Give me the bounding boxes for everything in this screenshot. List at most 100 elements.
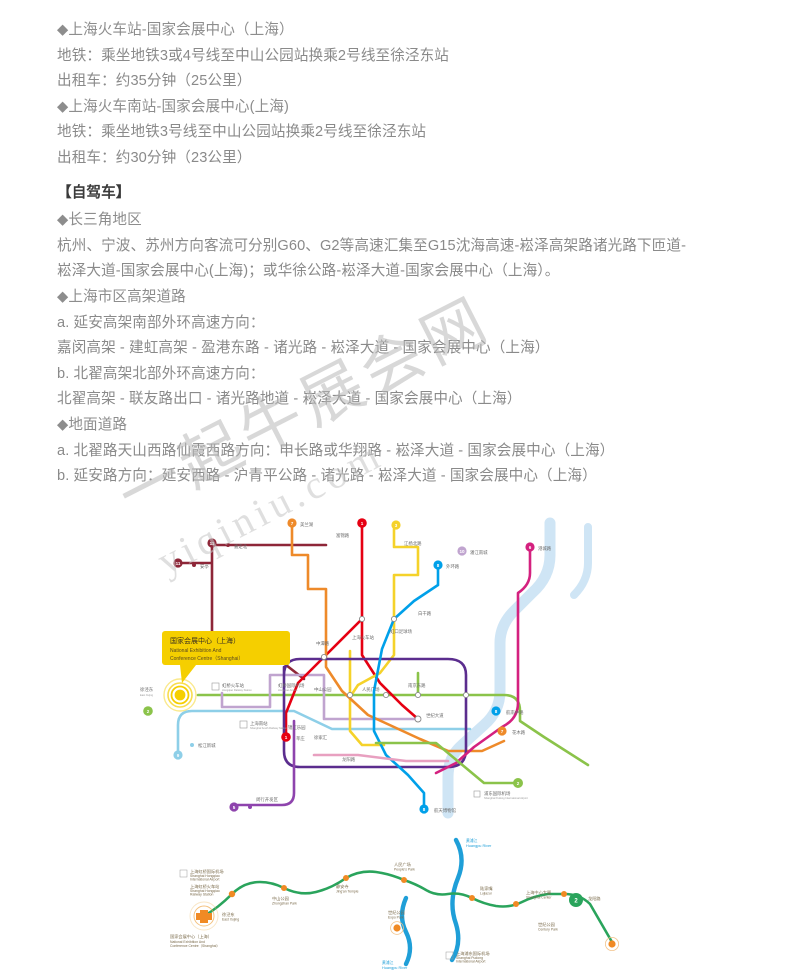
- svg-text:8: 8: [437, 563, 440, 568]
- station-label: 龙阳路: [342, 756, 356, 763]
- text-line: 崧泽大道-国家会展中心(上海)；或华徐公路-崧泽大道-国家会展中心（上海）。: [57, 263, 560, 280]
- station-label: 中山公园: [272, 895, 289, 902]
- station-label: 航南中路: [506, 709, 524, 716]
- content-text-block: ◆上海火车站-国家会展中心（上海） 地铁：乘坐地铁3或4号线至中山公园站换乘2号…: [57, 18, 757, 490]
- rail-icon: [211, 682, 220, 691]
- airport-icon: [473, 790, 481, 798]
- station-label: 航天博物馆: [434, 807, 457, 814]
- svg-text:2: 2: [517, 781, 520, 786]
- station-label: 人民广场: [394, 861, 411, 868]
- text-line: ◆上海市区高架道路: [57, 288, 186, 305]
- river-label-cn-2: 黄浦江: [382, 960, 394, 965]
- station-label: 富锦路: [336, 532, 350, 539]
- svg-text:8: 8: [423, 807, 426, 812]
- text-line: 出租车：约30分钟（23公里）: [57, 149, 252, 166]
- station-label-en: People's Park: [394, 867, 415, 871]
- station-label: 美兰湖: [300, 521, 314, 528]
- station-dot-jingan: [343, 875, 349, 881]
- station-label: 中山公园: [314, 686, 332, 693]
- station-label: 浦东国际机场: [484, 790, 511, 797]
- svg-text:7: 7: [291, 521, 294, 526]
- venue-station-label: 徐泾东: [222, 911, 235, 918]
- venue-title-en2: Conference Centre（Shanghai）: [170, 943, 220, 948]
- line-badge-2-pvg: [513, 778, 523, 788]
- station-label: 花木路: [512, 729, 526, 736]
- callout-title-en1: National Exhibition And: [170, 648, 222, 654]
- interchange-node: [358, 615, 366, 623]
- line-badge-11b: [173, 558, 183, 568]
- huangpu-river-lower: [399, 895, 413, 967]
- station-label-en: Century Park: [538, 927, 558, 931]
- station-label-en: Shanghai Pudong: [456, 956, 483, 960]
- callout-title-cn: 国家会展中心（上海）: [170, 636, 240, 645]
- station-label-en: Zhongshan Park: [272, 901, 297, 905]
- interchange-node: [390, 615, 398, 623]
- station-label: 外环路: [446, 563, 460, 570]
- svg-text:11: 11: [210, 541, 215, 546]
- text-line: b. 北翟高架北部外环高速方向：: [57, 365, 265, 382]
- airport-icon-pvg: [445, 951, 454, 960]
- station-label-en: Shanghai Hongqiao: [190, 874, 220, 878]
- station-dot-shanghai-center: [513, 901, 519, 907]
- station-label: 锦江乐园: [288, 724, 306, 731]
- huangpu-river-path: [442, 517, 556, 819]
- line-badge-11: [207, 538, 217, 548]
- station-label: 静安寺: [336, 883, 349, 890]
- station-label: 上海虹桥国际机场: [190, 868, 224, 875]
- text-line: 地铁：乘坐地铁3号线至中山公园站换乘2号线至徐泾东站: [57, 124, 427, 141]
- station-label: 松江新城: [198, 742, 216, 749]
- station-dot-zhongshan-park: [281, 885, 287, 891]
- shanghai-metro-network-map: .ln{fill:none;stroke-linecap:round;strok…: [140, 517, 592, 819]
- svg-text:1: 1: [285, 735, 288, 740]
- station-label-en: Shanghai Pudong International Airport: [484, 796, 528, 800]
- line-badge-7: [287, 518, 297, 528]
- venue-marker-corridor: [189, 901, 219, 931]
- driving-section-heading: 【自驾车】: [57, 184, 131, 201]
- expo-park-ring: [390, 921, 404, 935]
- interchange-node: [346, 691, 354, 699]
- line2-corridor-map: .c-cn{font-family:"Liberation Sans","Dej…: [170, 837, 619, 970]
- interchange-node: [414, 715, 422, 723]
- station-label-en: Railway Station: [190, 893, 213, 897]
- huangpu-river-upper: [449, 837, 464, 963]
- station-label: 港城路: [538, 545, 552, 552]
- venue-station-label: 徐泾东: [140, 686, 154, 693]
- line-badge-7-huamu: [497, 726, 507, 736]
- station-label: 潘江南城: [470, 549, 488, 556]
- svg-text:9: 9: [177, 753, 180, 758]
- venue-title-en1: National Exhibition And: [170, 940, 205, 944]
- venue-callout-metro: 国家会展中心（上海） National Exhibition And Confe…: [162, 631, 290, 683]
- venue-title-cn: 国家会展中心（上海）: [170, 933, 212, 940]
- line-badge-1: [357, 518, 367, 528]
- station-label: 龙阳路: [588, 895, 601, 902]
- line-badge-10: [457, 546, 467, 556]
- station-label: 徐家汇: [314, 734, 328, 741]
- station-label-en: Expo Park: [388, 915, 404, 919]
- station-label-en: Hongqiao Railway Station: [222, 688, 252, 692]
- venue-station-label-en: East Xujing: [222, 917, 239, 921]
- river-label-en-2: Huangpu River: [382, 966, 408, 970]
- station-label: 虹口足球场: [390, 628, 413, 635]
- station-label: 莘庄: [296, 735, 305, 742]
- station-label: 闵行开发区: [256, 796, 279, 803]
- station-label-en: International Airport: [456, 960, 485, 964]
- line-badge-8: [433, 560, 443, 570]
- text-line: ◆长三角地区: [57, 212, 142, 229]
- station-label: 世纪大道: [426, 712, 444, 719]
- svg-text:8: 8: [495, 709, 498, 714]
- line-badge-8-hangnan: [491, 706, 501, 716]
- station-label-en: International Airport: [190, 878, 219, 882]
- station-label-en: Lujiazui: [480, 891, 492, 895]
- text-line: 地铁：乘坐地铁3或4号线至中山公园站换乘2号线至徐泾东站: [57, 47, 449, 64]
- svg-text:7: 7: [501, 729, 504, 734]
- station-label: 南京东路: [408, 682, 426, 689]
- airport-icon-sha: [179, 869, 188, 878]
- text-line: a. 延安高架南部外环高速方向：: [57, 314, 265, 331]
- interchange-node: [320, 653, 328, 661]
- svg-text:3: 3: [395, 523, 398, 528]
- text-line: ◆上海火车站-国家会展中心（上海）: [57, 22, 294, 38]
- station-label-en: Jing'an Temple: [336, 889, 359, 893]
- river-label-cn: 黄浦江: [466, 838, 478, 843]
- line-badge-6: [525, 542, 535, 552]
